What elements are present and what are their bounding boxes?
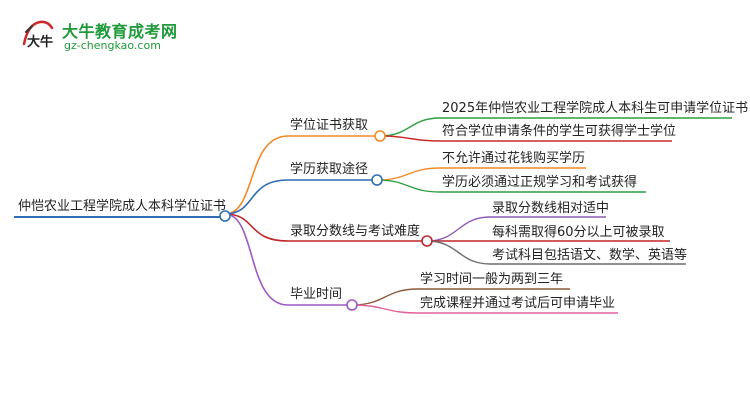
- leaf-connector: [376, 167, 441, 181]
- branch-connector: [224, 213, 289, 242]
- leaf-item[interactable]: 学历必须通过正规学习和考试获得: [442, 175, 638, 190]
- leaf-connector: [426, 240, 491, 265]
- leaf-connector: [351, 304, 419, 314]
- leaf-item[interactable]: 2025年仲恺农业工程学院成人本科生可申请学位证书: [442, 101, 749, 116]
- leaf-connector: [376, 179, 441, 193]
- leaf-connector: [426, 216, 491, 242]
- branch-graduation-time[interactable]: 毕业时间: [290, 287, 343, 302]
- branch-education-path[interactable]: 学历获取途径: [290, 162, 369, 177]
- branch-connector: [224, 179, 289, 215]
- brand-title: 大牛教育成考网: [62, 22, 178, 41]
- leaf-connector: [351, 288, 419, 306]
- leaf-item[interactable]: 每科需取得60分以上可被录取: [492, 225, 665, 240]
- leaf-connector: [379, 135, 441, 142]
- leaf-item[interactable]: 完成课程并通过考试后可申请毕业: [420, 296, 616, 311]
- branch-node-toggle[interactable]: [374, 130, 386, 142]
- branch-connector: [224, 135, 289, 215]
- branch-admission-score[interactable]: 录取分数线与考试难度: [290, 224, 421, 239]
- leaf-connector: [379, 117, 441, 137]
- ox-logo-icon: 大牛: [22, 20, 54, 50]
- branch-connector: [224, 213, 289, 306]
- logo-mark-text: 大牛: [27, 34, 53, 50]
- leaf-item[interactable]: 考试科目包括语文、数学、英语等: [492, 248, 688, 263]
- root-node-toggle[interactable]: [219, 210, 231, 222]
- branch-node-toggle[interactable]: [346, 299, 358, 311]
- brand-logo: 大牛 大牛教育成考网 gz-chengkao.com: [18, 14, 177, 58]
- leaf-item[interactable]: 符合学位申请条件的学生可获得学士学位: [442, 124, 677, 139]
- leaf-item[interactable]: 学习时间一般为两到三年: [420, 272, 564, 287]
- leaf-item[interactable]: 录取分数线相对适中: [492, 201, 610, 216]
- brand-url: gz-chengkao.com: [64, 39, 161, 52]
- branch-degree-certificate[interactable]: 学位证书获取: [290, 118, 369, 133]
- root-topic[interactable]: 仲恺农业工程学院成人本科学位证书: [18, 199, 227, 214]
- leaf-item[interactable]: 不允许通过花钱购买学历: [442, 151, 586, 166]
- branch-node-toggle[interactable]: [421, 235, 433, 247]
- branch-node-toggle[interactable]: [371, 174, 383, 186]
